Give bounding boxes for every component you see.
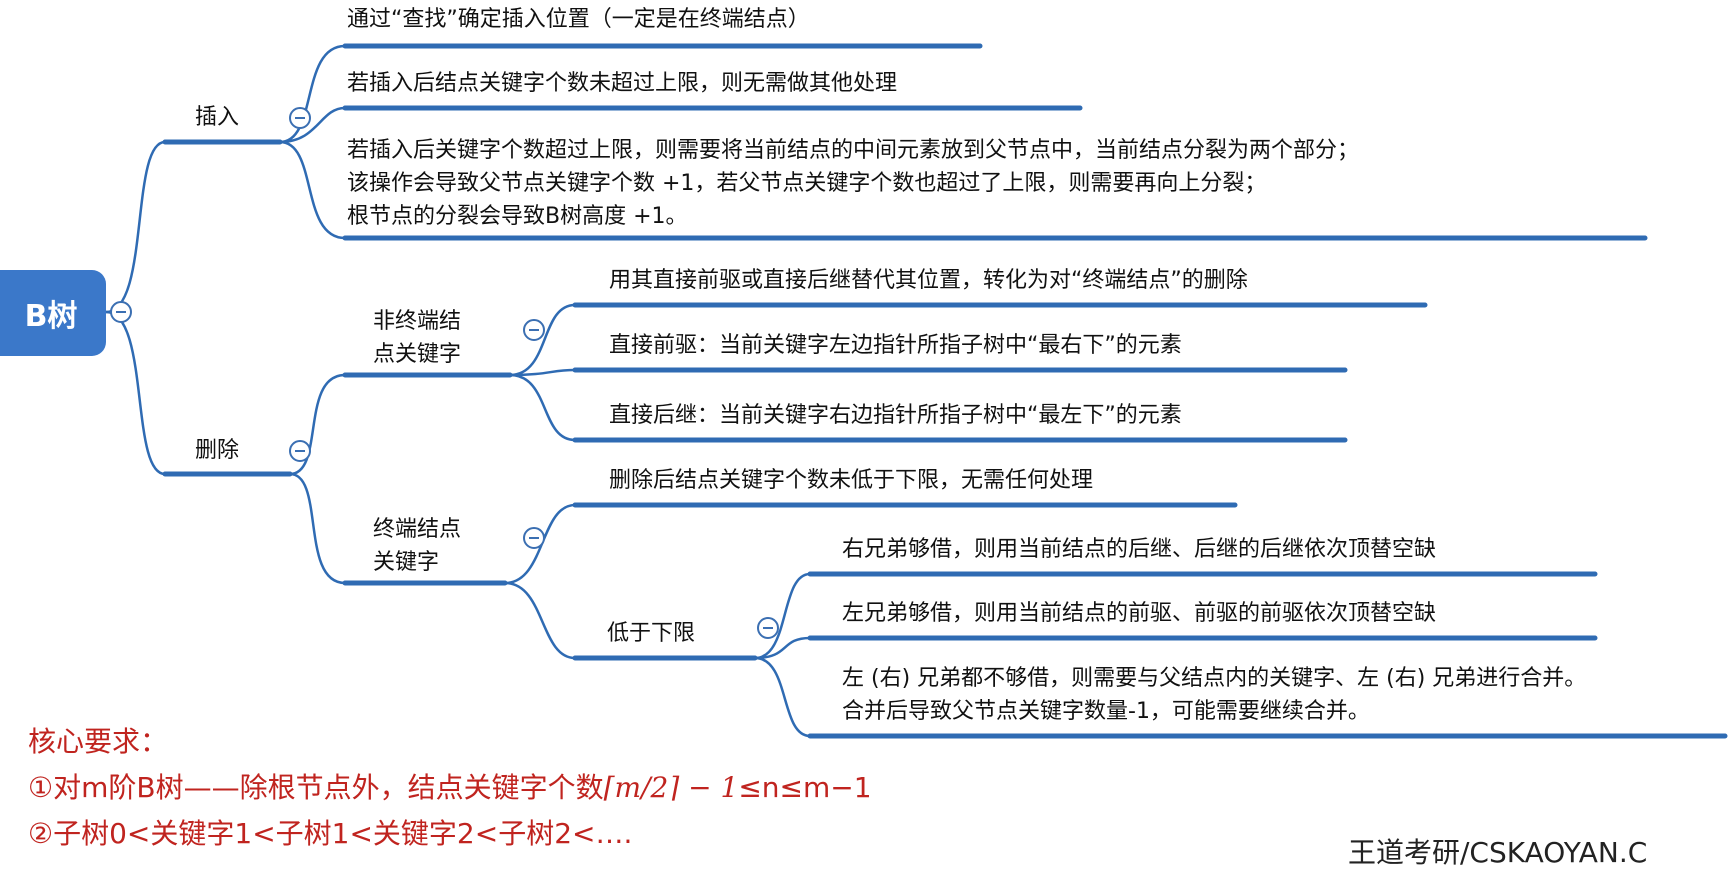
connector-below-item-3 — [754, 656, 811, 738]
requirements-line-1-formula: ⌈m/2⌉ − 1 — [603, 771, 739, 804]
connector-insert-item-3 — [279, 140, 346, 240]
below-item-1[interactable]: 右兄弟够借，则用当前结点的后继、后继的后继依次顶替空缺 — [842, 537, 1437, 562]
connector-nonterminal-item-3 — [509, 373, 576, 442]
nonterminal-item-2[interactable]: 直接前驱：当前关键字左边指针所指子树中“最右下”的元素 — [609, 333, 1182, 358]
node-underlines — [162, 43, 1728, 739]
branch-below-limit-label[interactable]: 低于下限 — [607, 621, 696, 646]
connector-below-item-2 — [754, 636, 811, 660]
connector-nonterminal-item-1 — [509, 303, 576, 377]
collapse-below-limit-icon[interactable] — [757, 617, 779, 639]
below-item-3[interactable]: 左 (右) 兄弟都不够借，则需要与父结点内的关键字、左 (右) 兄弟进行合并。 … — [842, 666, 1587, 724]
branch-nonterminal-label[interactable]: 非终端结 点关键字 — [373, 309, 462, 367]
requirements-line-1: ①对m阶B树——除根节点外，结点关键字个数⌈m/2⌉ − 1≤n≤m−1 — [28, 770, 872, 806]
connector-root-delete — [105, 310, 166, 476]
root-node-label: B树 — [24, 299, 78, 334]
root-node-b-tree[interactable]: B树 — [0, 270, 106, 356]
below-item-2[interactable]: 左兄弟够借，则用当前结点的前驱、前驱的前驱依次顶替空缺 — [842, 601, 1437, 626]
branch-terminal-label[interactable]: 终端结点 关键字 — [373, 517, 462, 575]
requirements-line-1-suffix: ≤n≤m−1 — [738, 771, 872, 804]
branch-insert-label[interactable]: 插入 — [195, 105, 240, 130]
collapse-root-icon[interactable] — [110, 301, 132, 323]
connector-terminal-below — [504, 581, 576, 660]
connector-lines — [105, 44, 811, 738]
connector-below-item-1 — [754, 572, 811, 660]
insert-item-1[interactable]: 通过“查找”确定插入位置（一定是在终端结点） — [347, 7, 810, 32]
nonterminal-item-1[interactable]: 用其直接前驱或直接后继替代其位置，转化为对“终端结点”的删除 — [609, 268, 1248, 293]
connector-nonterminal-item-2 — [509, 368, 576, 377]
connector-root-insert — [105, 140, 166, 314]
nonterminal-item-3[interactable]: 直接后继：当前关键字右边指针所指子树中“最左下”的元素 — [609, 403, 1182, 428]
connector-delete-terminal — [289, 472, 346, 585]
collapse-insert-icon[interactable] — [289, 107, 311, 129]
watermark-text: 王道考研/CSKAOYAN.C — [1348, 836, 1648, 869]
connector-insert-item-1 — [279, 44, 346, 144]
insert-item-3[interactable]: 若插入后关键字个数超过上限，则需要将当前结点的中间元素放到父节点中，当前结点分裂… — [347, 138, 1360, 229]
connector-delete-nonterminal — [289, 373, 346, 476]
collapse-delete-icon[interactable] — [289, 440, 311, 462]
connector-insert-item-2 — [279, 106, 346, 144]
collapse-nonterminal-icon[interactable] — [523, 319, 545, 341]
terminal-item-1[interactable]: 删除后结点关键字个数未低于下限，无需任何处理 — [609, 468, 1094, 493]
collapse-terminal-icon[interactable] — [523, 527, 545, 549]
requirements-line-1-prefix: ①对m阶B树——除根节点外，结点关键字个数 — [28, 771, 604, 804]
insert-item-2[interactable]: 若插入后结点关键字个数未超过上限，则无需做其他处理 — [347, 71, 898, 96]
requirements-line-2: ②子树0<关键字1<子树1<关键字2<子树2<…. — [28, 817, 633, 850]
branch-delete-label[interactable]: 删除 — [195, 438, 240, 463]
requirements-title: 核心要求： — [28, 725, 169, 758]
